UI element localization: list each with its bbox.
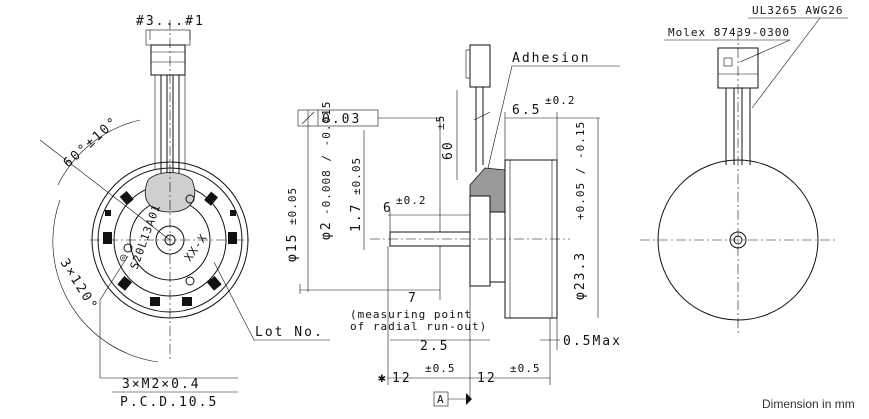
dia2-tol: -0.008 / -0.015 xyxy=(320,101,333,215)
dim-6: 6 xyxy=(383,201,393,216)
dia15-tol: ±0.05 xyxy=(286,187,299,225)
screw-hole xyxy=(185,276,195,286)
angle-label: 60°±10° xyxy=(61,114,122,171)
pcd-spec: P.C.D.10.5 xyxy=(120,395,218,410)
angle-arc-120 xyxy=(52,199,159,363)
screw-spec: 3×M2×0.4 xyxy=(122,377,201,392)
measuring-note-1: (measuring point xyxy=(350,308,472,321)
brand-mark: ◎ xyxy=(116,251,131,263)
lot-label: Lot No. xyxy=(255,325,324,340)
dia23-tol: +0.05 / -0.15 xyxy=(574,121,587,220)
dim-12a-tol: ±0.5 xyxy=(425,362,456,375)
datum-label: A xyxy=(437,393,445,406)
rotor-marking: S20L13A01 xyxy=(128,202,164,271)
adhesion-blob xyxy=(469,167,506,213)
dim-12b: 12 xyxy=(477,371,497,386)
unit-note: Dimension in mm xyxy=(762,397,855,411)
cable-length: 60 xyxy=(441,140,456,160)
runout-value: 0.03 xyxy=(322,112,361,127)
cable-length-tol: ±5 xyxy=(434,115,447,130)
magnet-pads xyxy=(103,190,237,306)
back-view: UL3265 AWG26 Molex 87439-0300 xyxy=(640,4,848,335)
dim-6-5: 6.5 xyxy=(512,103,541,118)
dim-0-5max: 0.5Max xyxy=(563,334,622,349)
dim-1-7-tol: ±0.05 xyxy=(350,157,363,195)
screw-hole xyxy=(185,194,195,204)
dim-1-7: 1.7 xyxy=(349,203,364,232)
dia23: φ23.3 xyxy=(573,251,588,300)
angle-arc-60 xyxy=(57,119,141,186)
connector-head xyxy=(145,29,191,46)
adhesion-label: Adhesion xyxy=(512,51,591,66)
dim-2-5: 2.5 xyxy=(420,339,449,354)
dim-6-tol: ±0.2 xyxy=(396,194,427,207)
connector-body xyxy=(150,44,186,76)
dia2: φ2 xyxy=(319,220,334,240)
dim-12a: 12 xyxy=(392,371,412,386)
connector-spec: Molex 87439-0300 xyxy=(668,26,790,39)
wire-code: #3...#1 xyxy=(136,14,205,29)
measuring-note-2: of radial run-out) xyxy=(350,320,487,333)
star-mark: ✱ xyxy=(378,371,388,386)
motor-body xyxy=(504,159,558,319)
side-connector xyxy=(469,44,491,88)
dim-12b-tol: ±0.5 xyxy=(510,362,541,375)
dia15: φ15 xyxy=(285,233,300,262)
screw-hole xyxy=(123,243,133,253)
spacing-label: 3×120° xyxy=(57,256,101,314)
cable-spec: UL3265 AWG26 xyxy=(752,4,843,17)
dim-7: 7 xyxy=(408,291,418,306)
dim-6-5-tol: ±0.2 xyxy=(545,94,576,107)
mount-plate xyxy=(469,195,491,287)
stator-flange xyxy=(489,211,506,283)
side-view: Adhesion 0.03 60 ±5 6.5 ±0.2 6 ±0.2 φ15 … xyxy=(285,44,622,407)
